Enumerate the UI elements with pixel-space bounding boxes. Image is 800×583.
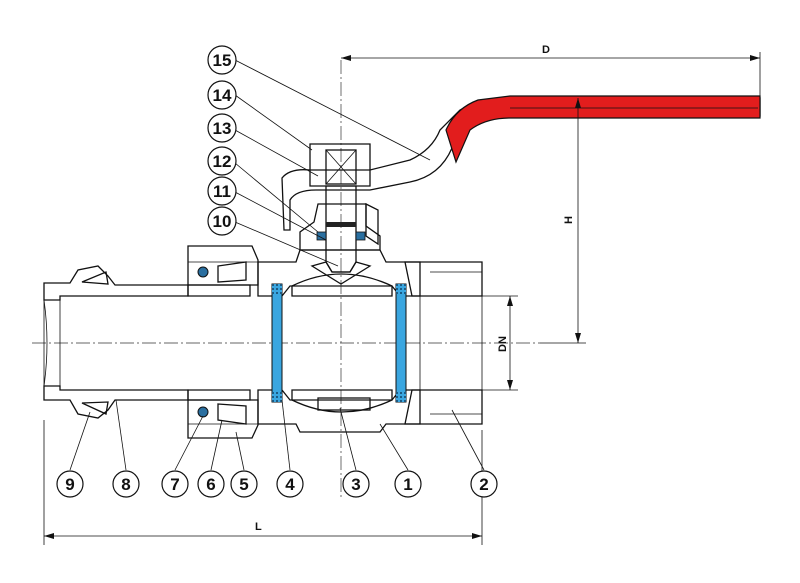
callout-5: 5 xyxy=(230,470,258,498)
callout-4-label: 4 xyxy=(285,475,295,494)
callout-10-label: 10 xyxy=(213,212,232,231)
callout-3-label: 3 xyxy=(351,475,360,494)
callout-5-label: 5 xyxy=(239,475,248,494)
callout-1-label: 1 xyxy=(403,475,412,494)
union-gasket-top xyxy=(217,261,247,283)
ball-seat-right xyxy=(395,283,407,403)
press-seal-top xyxy=(81,271,109,285)
callout-11-label: 11 xyxy=(213,182,231,201)
leader-lines xyxy=(69,59,485,471)
callout-8-label: 8 xyxy=(121,475,130,494)
callout-2-label: 2 xyxy=(479,475,488,494)
callout-14-label: 14 xyxy=(213,86,232,105)
callout-7: 7 xyxy=(161,470,189,498)
callout-2: 2 xyxy=(470,470,498,498)
ball-seat-left xyxy=(271,283,283,403)
callout-9-label: 9 xyxy=(65,475,74,494)
union-gasket-bottom xyxy=(217,403,247,425)
press-seal-bottom xyxy=(81,401,109,415)
dimension-h: H xyxy=(540,98,586,344)
dimension-dn: DN xyxy=(482,295,518,391)
dimension-h-label: H xyxy=(563,216,575,224)
callout-12-label: 12 xyxy=(213,152,232,171)
lever-handle xyxy=(281,95,761,231)
stem-oring-left xyxy=(316,231,327,241)
callout-15: 15 xyxy=(207,45,237,75)
union-oring-top xyxy=(197,266,209,278)
dimension-d: D xyxy=(341,44,761,96)
union-oring-bottom xyxy=(197,406,209,418)
dimension-d-label: D xyxy=(542,44,550,56)
callout-8: 8 xyxy=(112,470,140,498)
stem-oring-right xyxy=(355,231,366,241)
callout-9: 9 xyxy=(56,470,84,498)
callout-15-label: 15 xyxy=(213,51,232,70)
callout-13: 13 xyxy=(207,113,237,143)
callout-1: 1 xyxy=(394,470,422,498)
callout-4: 4 xyxy=(276,470,304,498)
dimension-l-label: L xyxy=(255,521,262,533)
dimension-dn-label: DN xyxy=(497,336,509,352)
callout-7-label: 7 xyxy=(170,475,179,494)
callout-10: 10 xyxy=(207,206,237,236)
callout-6: 6 xyxy=(197,470,225,498)
callout-3: 3 xyxy=(342,470,370,498)
callout-12: 12 xyxy=(207,146,237,176)
callout-11: 11 xyxy=(207,176,237,206)
callout-13-label: 13 xyxy=(213,119,232,138)
callout-14: 14 xyxy=(207,80,237,110)
callout-6-label: 6 xyxy=(206,475,215,494)
press-fitting xyxy=(43,265,189,419)
